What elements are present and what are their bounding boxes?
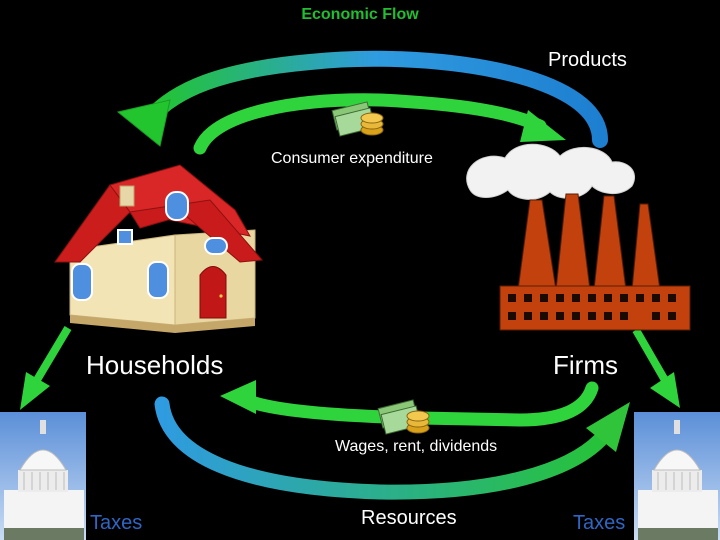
firms-label: Firms <box>553 350 618 380</box>
taxes-arrow-left <box>20 325 72 410</box>
capitol-icon <box>634 412 720 540</box>
consumer-expenditure-label: Consumer expenditure <box>271 150 433 167</box>
resources-arrow <box>154 396 630 500</box>
taxes-arrow-right <box>632 328 680 408</box>
consumer-expenditure-arrow <box>193 93 566 155</box>
capitol-icon <box>0 412 86 540</box>
page-title: Economic Flow <box>301 6 419 23</box>
products-label: Products <box>548 49 627 71</box>
products-arrow <box>116 50 608 148</box>
resources-label: Resources <box>361 507 457 529</box>
taxes-label-right: Taxes <box>573 512 626 534</box>
taxes-label-left: Taxes <box>90 512 143 534</box>
money-icon <box>377 399 430 435</box>
money-icon <box>331 101 384 137</box>
factory-icon <box>466 143 691 331</box>
wages-label: Wages, rent, dividends <box>335 438 498 455</box>
households-label: Households <box>86 350 224 380</box>
house-icon <box>54 164 264 333</box>
